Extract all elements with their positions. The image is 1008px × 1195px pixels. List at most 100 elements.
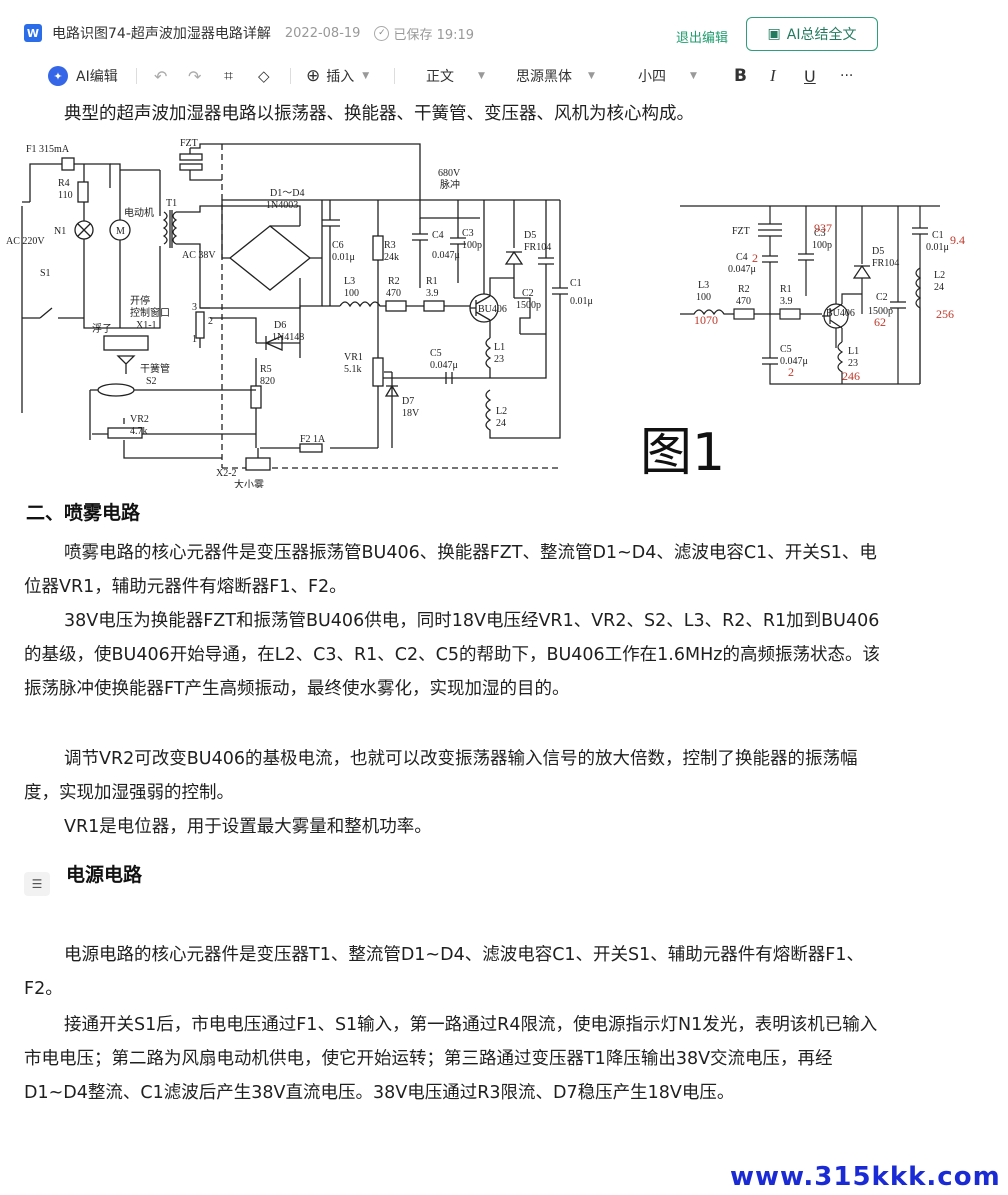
redo-icon[interactable]: ↷ (188, 66, 202, 86)
label-n1: N1 (54, 226, 66, 237)
format-painter-icon[interactable]: ⌗ (224, 66, 234, 85)
measurement-1070: 1070 (694, 313, 718, 327)
title-bar: W 电路识图74-超声波加湿器电路详解 2022-08-19 ✓已保存 19:1… (24, 14, 984, 52)
r-label-c4: C4 (736, 252, 748, 263)
label-d7: D7 (402, 396, 414, 407)
label-reed: 干簧管 (140, 362, 170, 375)
font-size-select[interactable]: 小四▼ (638, 69, 697, 85)
label-c1-value: 0.01μ (570, 296, 593, 307)
label-r4: R4 (58, 178, 70, 189)
ai-summary-button[interactable]: ▣AI总结全文 (746, 17, 878, 51)
r-label-d5-value: FR104 (872, 258, 899, 269)
label-vr2-value: 4.7k (130, 426, 148, 437)
editor-header: W 电路识图74-超声波加湿器电路详解 2022-08-19 ✓已保存 19:1… (0, 0, 1008, 96)
r-label-r2: R2 (738, 284, 750, 295)
label-c3: C3 (462, 228, 474, 239)
check-icon: ✓ (374, 25, 390, 41)
label-pin-2: 2 (208, 316, 213, 327)
r-label-l3-value: 100 (696, 292, 711, 303)
measurement-256: 256 (936, 307, 954, 321)
italic-button[interactable]: I (770, 66, 776, 85)
label-motor: 电动机 (124, 206, 154, 219)
bold-button[interactable]: B (734, 66, 747, 86)
label-s1: S1 (40, 268, 51, 279)
label-ac38: AC 38V (182, 250, 216, 261)
label-vr2: VR2 (130, 414, 149, 425)
section-3-paragraph-2: 接通开关S1后，市电电压通过F1、S1输入，第一路通过R4限流，使电源指示灯N1… (24, 1015, 878, 1103)
outline-list-icon[interactable]: ☰ (24, 872, 50, 896)
intro-paragraph: 典型的超声波加湿器电路以振荡器、换能器、干簧管、变压器、风机为核心构成。 (64, 104, 694, 124)
label-pulse: 脉冲 (440, 178, 460, 191)
more-options-button[interactable]: ··· (840, 68, 854, 84)
document-date: 2022-08-19 (284, 25, 361, 41)
label-control-window: 控制窗口 (130, 306, 170, 319)
label-c6: C6 (332, 240, 344, 251)
label-l1-value: 23 (494, 354, 504, 365)
label-r2-value: 470 (386, 288, 401, 299)
underline-button[interactable]: U (804, 66, 816, 86)
label-c3-value: 100p (462, 240, 482, 251)
ai-edit-button[interactable]: ✦AI编辑 (48, 62, 118, 90)
font-family-select[interactable]: 思源黑体▼ (516, 69, 595, 85)
r-label-c5: C5 (780, 344, 792, 355)
label-l2-value: 24 (496, 418, 506, 429)
label-x2-2: X2-2 (216, 468, 237, 479)
label-r1-value: 3.9 (426, 288, 439, 299)
label-r1: R1 (426, 276, 438, 287)
section-2-heading: 二、喷雾电路 (26, 502, 141, 524)
figure-label: 图1 (640, 423, 725, 483)
label-vr1: VR1 (344, 352, 363, 363)
r-label-bu406: BU406 (826, 308, 855, 319)
label-680v: 680V (438, 168, 461, 179)
left-schematic-labels: F1 315mA R4 110 N1 AC 220V S1 电动机 M T1 A… (6, 138, 593, 488)
r-label-r1-value: 3.9 (780, 296, 793, 307)
label-r2: R2 (388, 276, 400, 287)
right-schematic-labels: FZT C4 0.047μ C3 100p D5 FR104 C1 0.01μ … (696, 226, 949, 369)
measurement-62: 62 (874, 315, 886, 329)
label-ac220: AC 220V (6, 236, 45, 247)
ai-logo-icon: ✦ (48, 66, 68, 86)
r-label-c2-value: 1500p (868, 306, 893, 317)
label-r3-value: 24k (384, 252, 399, 263)
exit-edit-link[interactable]: 退出编辑 (676, 31, 729, 46)
section-3-heading: 电源电路 (66, 864, 143, 886)
r-label-fzt: FZT (732, 226, 750, 237)
save-status: ✓已保存 19:19 (374, 24, 474, 43)
measurement-c5: 2 (788, 365, 794, 379)
site-watermark: www.315kkk.com (730, 1162, 1001, 1192)
document-title[interactable]: 电路识图74-超声波加湿器电路详解 (52, 26, 271, 42)
plus-circle-icon: ⊕ (306, 66, 321, 86)
label-d7-value: 18V (402, 408, 420, 419)
label-l2: L2 (496, 406, 507, 417)
label-l1: L1 (494, 342, 505, 353)
r-label-r1: R1 (780, 284, 792, 295)
label-d1-d4: D1～D4 (270, 188, 304, 199)
label-f1: F1 315mA (26, 144, 70, 155)
section-2-paragraph-1: 喷雾电路的核心元器件是变压器振荡管BU406、换能器FZT、整流管D1~D4、滤… (24, 543, 877, 597)
right-schematic (680, 205, 940, 385)
section-2-paragraph-4: VR1是电位器，用于设置最大雾量和整机功率。 (64, 817, 432, 837)
paragraph-style-select[interactable]: 正文▼ (426, 69, 485, 85)
label-float: 浮子 (92, 323, 112, 335)
word-doc-icon: W (24, 24, 42, 42)
handwritten-measurements: 937 2 9.4 1070 62 256 2 246 (694, 221, 965, 383)
r-label-c1-value: 0.01μ (926, 242, 949, 253)
insert-menu[interactable]: ⊕插入▼ (306, 66, 370, 86)
clear-format-icon[interactable]: ◇ (258, 67, 270, 85)
section-3-paragraph-1: 电源电路的核心元器件是变压器T1、整流管D1~D4、滤波电容C1、开关S1、辅助… (24, 945, 864, 999)
r-label-c1: C1 (932, 230, 944, 241)
label-t1: T1 (166, 198, 177, 209)
r-label-l2-value: 24 (934, 282, 944, 293)
label-c4: C4 (432, 230, 444, 241)
label-bu406: BU406 (478, 304, 507, 315)
label-d1-d4-value: 1N4003 (266, 200, 298, 211)
label-r5: R5 (260, 364, 272, 375)
measurement-c4: 2 (752, 251, 758, 265)
label-fzt: FZT (180, 138, 198, 149)
label-c6-value: 0.01μ (332, 252, 355, 263)
r-label-d5: D5 (872, 246, 884, 257)
label-pin-3: 3 (192, 302, 197, 313)
circuit-figure: F1 315mA R4 110 N1 AC 220V S1 电动机 M T1 A… (6, 138, 965, 488)
r-label-c3-value: 100p (812, 240, 832, 251)
undo-icon[interactable]: ↶ (154, 66, 168, 86)
